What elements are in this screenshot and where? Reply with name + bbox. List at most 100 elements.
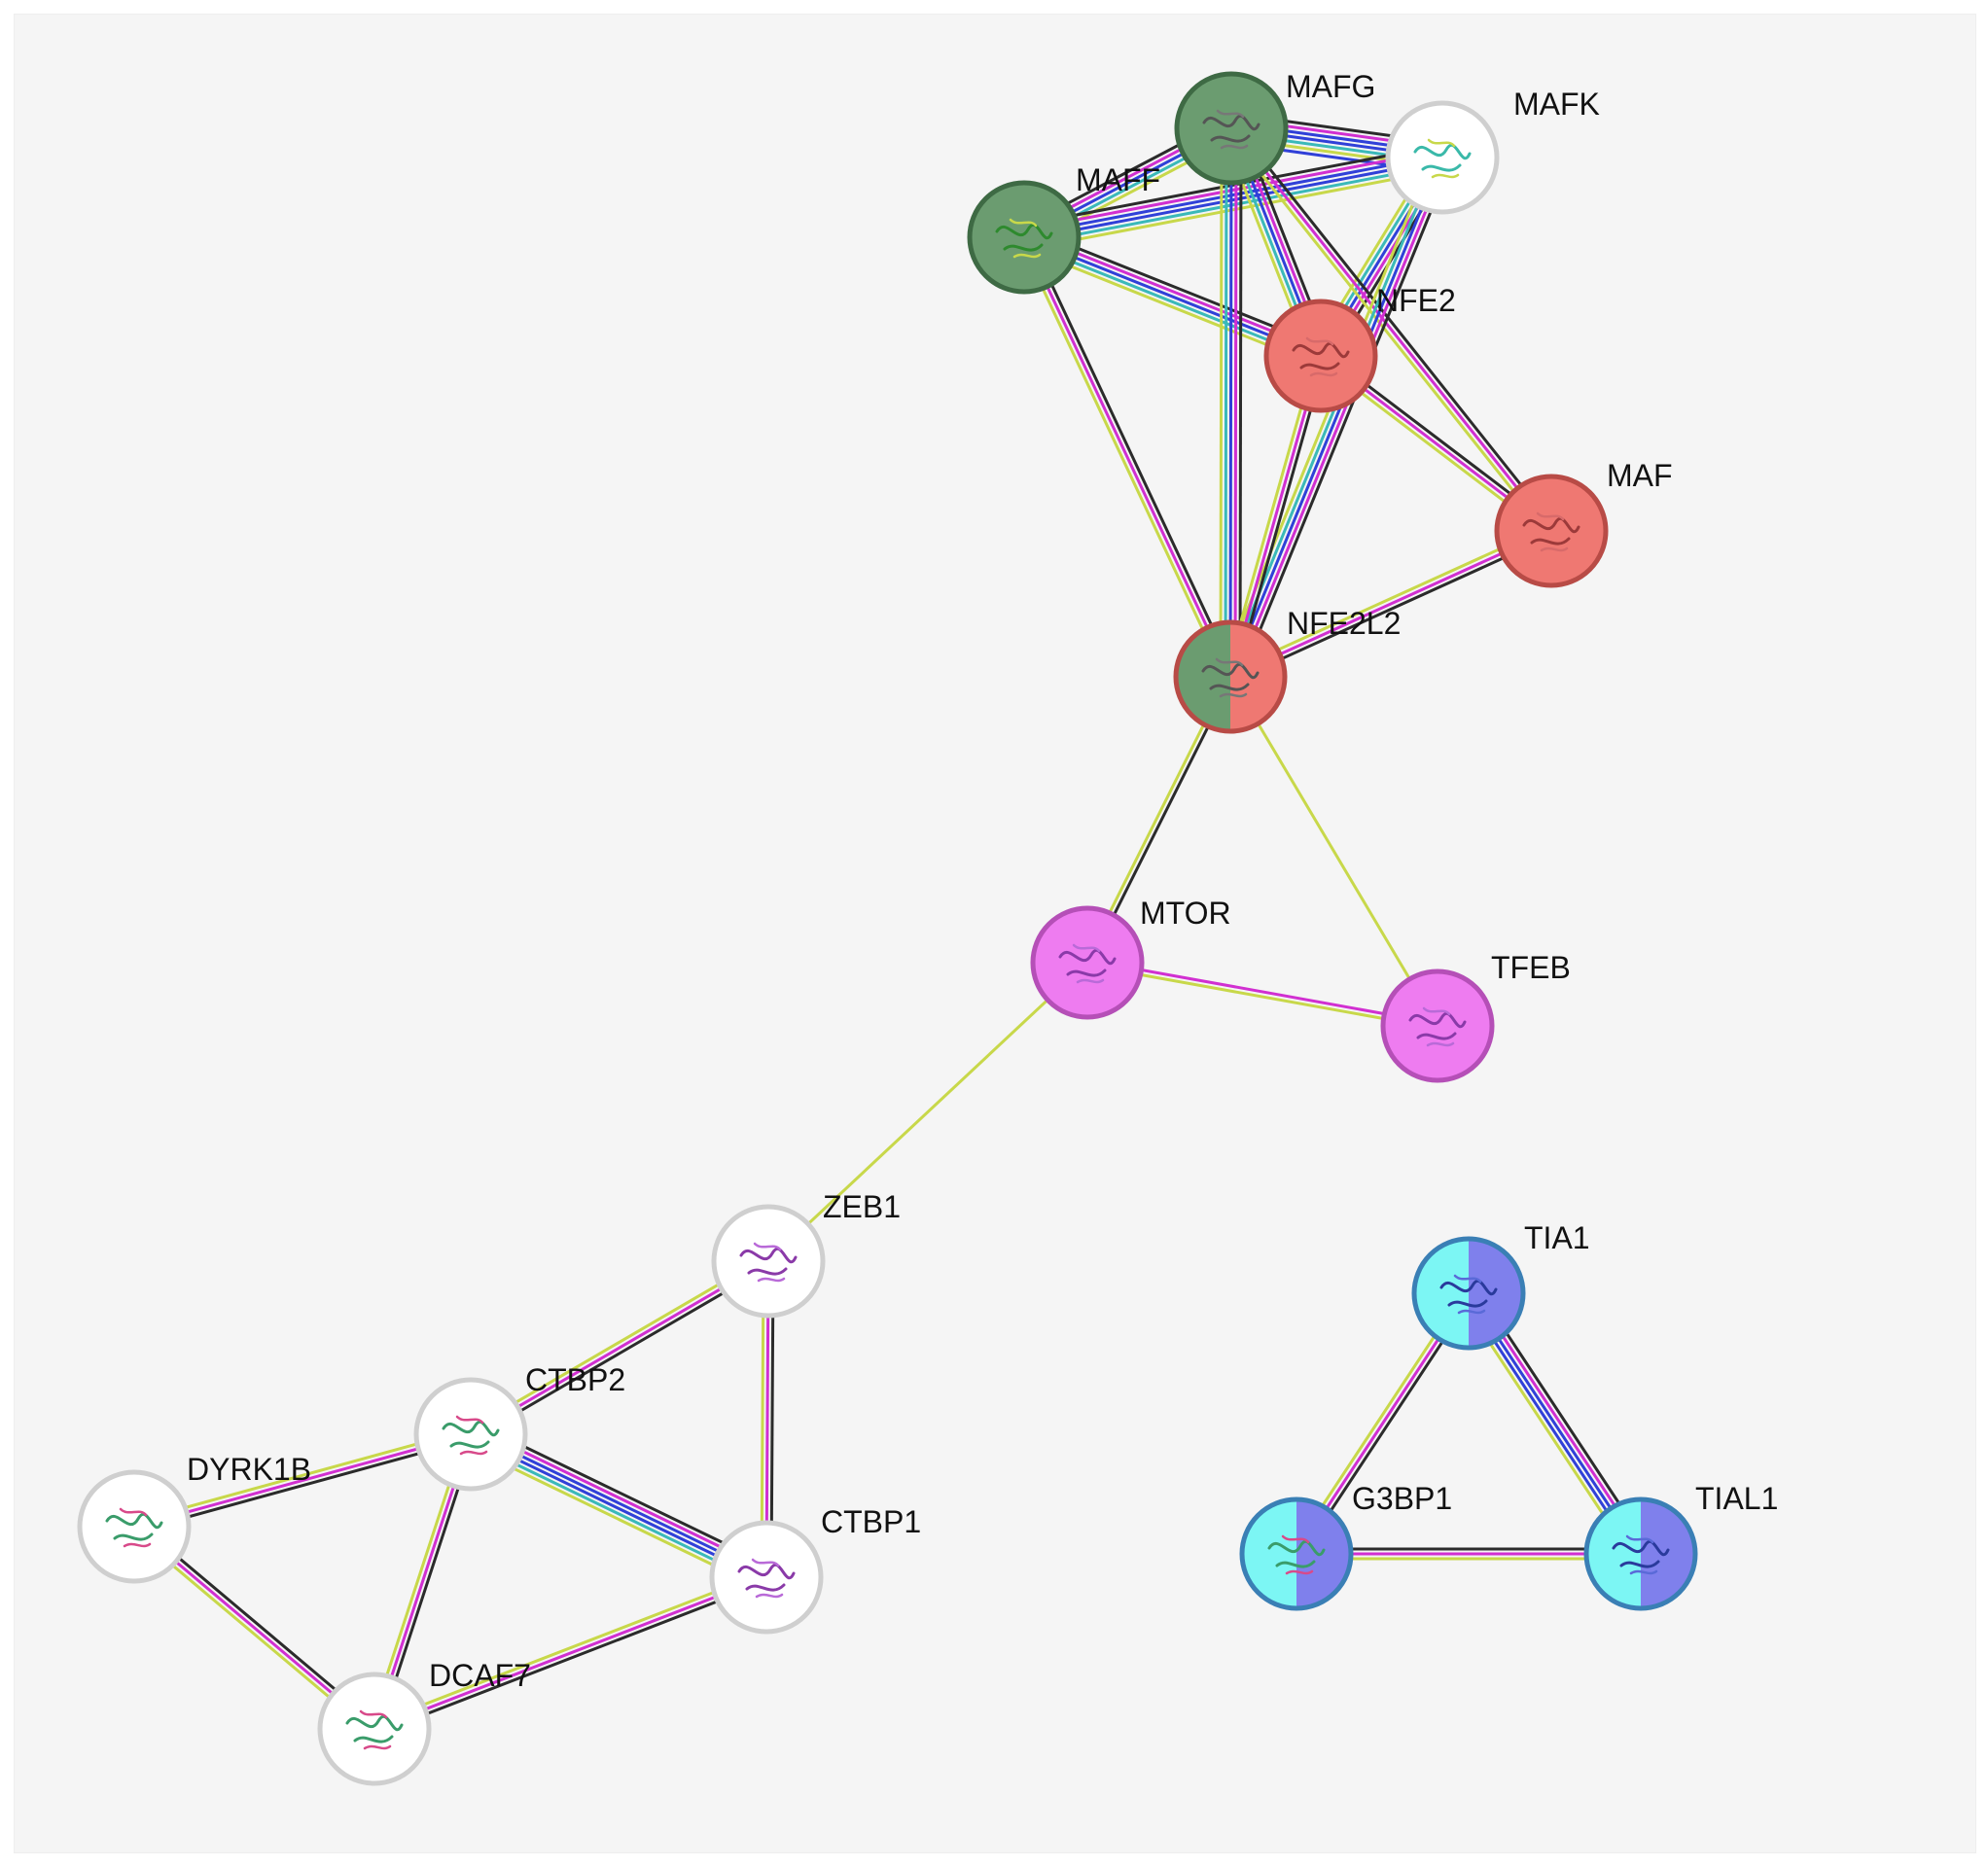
- node-maf[interactable]: [1494, 474, 1609, 588]
- protein-structure-icon: [1413, 143, 1472, 172]
- node-mafg[interactable]: [1174, 71, 1289, 186]
- edge-evidence-line: [1018, 238, 1227, 680]
- protein-structure-icon: [995, 223, 1053, 252]
- edge-g3bp1-tial1: [1296, 1547, 1641, 1561]
- label-tfeb: TFEB: [1491, 950, 1571, 985]
- node-fill-left: [1242, 1499, 1296, 1608]
- edge-evidence-line: [1238, 128, 1243, 678]
- edge-evidence-line: [375, 1580, 769, 1736]
- edge-evidence-line: [373, 1575, 767, 1731]
- node-g3bp1[interactable]: [1239, 1496, 1354, 1611]
- node-fill-right: [1296, 1499, 1351, 1608]
- protein-structure-icon: [1202, 114, 1260, 143]
- node-fill: [1033, 908, 1142, 1017]
- edge-mafg-nfe2l2: [1219, 127, 1243, 678]
- node-fill: [1177, 74, 1286, 183]
- edge-evidence-line: [372, 1570, 765, 1726]
- node-fill: [80, 1472, 189, 1581]
- edge-evidence-line: [1233, 158, 1449, 680]
- node-outline: [1385, 100, 1500, 215]
- edge-mtor-zeb1: [766, 961, 1089, 1263]
- edge-evidence-line: [1228, 157, 1444, 678]
- node-outline: [317, 1672, 432, 1786]
- edge-evidence-line: [470, 1259, 769, 1436]
- protein-structure-icon: [1072, 943, 1105, 984]
- node-outline: [1239, 1496, 1354, 1611]
- edge-evidence-line: [1233, 128, 1238, 678]
- protein-structure-icon: [442, 1420, 500, 1449]
- node-nfe2[interactable]: [1263, 299, 1378, 413]
- node-fill: [1497, 476, 1606, 585]
- edge-evidence-line: [1022, 236, 1232, 678]
- node-fill-left: [1176, 622, 1230, 731]
- node-dcaf7[interactable]: [317, 1672, 432, 1786]
- label-zeb1: ZEB1: [823, 1189, 901, 1224]
- node-fill-right: [1230, 622, 1285, 731]
- node-tial1[interactable]: [1583, 1496, 1698, 1611]
- edge-evidence-line: [1227, 525, 1550, 674]
- node-fill-left: [1414, 1239, 1469, 1348]
- edge-evidence-line: [1219, 127, 1224, 677]
- node-outline: [1173, 619, 1288, 734]
- edge-maf-nfe2l2: [1227, 525, 1554, 683]
- protein-structure-icon: [1408, 1011, 1467, 1040]
- protein-structure-icon: [751, 1558, 784, 1599]
- edge-evidence-line: [766, 961, 1089, 1263]
- protein-structure-icon: [105, 1512, 163, 1541]
- protein-structure-icon: [1058, 948, 1117, 977]
- node-outline: [967, 180, 1082, 295]
- protein-structure-icon: [1453, 1274, 1486, 1315]
- protein-structure-icon: [1625, 1534, 1658, 1575]
- protein-structure-icon: [359, 1709, 392, 1750]
- node-fill: [1383, 971, 1492, 1080]
- label-maf: MAF: [1607, 458, 1673, 493]
- protein-structure-icon: [345, 1714, 404, 1743]
- node-outline: [1411, 1236, 1526, 1351]
- protein-structure-icon: [1281, 1534, 1314, 1575]
- edge-evidence-line: [1024, 158, 1443, 241]
- node-ctbp2[interactable]: [413, 1377, 528, 1492]
- node-tia1[interactable]: [1411, 1236, 1526, 1351]
- node-outline: [1263, 299, 1378, 413]
- node-zeb1[interactable]: [711, 1204, 826, 1319]
- edge-evidence-line: [1224, 127, 1228, 677]
- node-mtor[interactable]: [1030, 905, 1145, 1020]
- edge-evidence-line: [1229, 127, 1553, 532]
- label-mafk: MAFK: [1513, 87, 1600, 122]
- edge-evidence-line: [134, 1437, 473, 1533]
- node-mafk[interactable]: [1385, 100, 1500, 215]
- node-outline: [709, 1520, 824, 1635]
- node-outline: [1030, 905, 1145, 1020]
- edge-maff-nfe2l2: [1018, 234, 1236, 680]
- edge-zeb1-ctbp2: [467, 1255, 772, 1440]
- edge-evidence-line: [1231, 534, 1554, 683]
- node-outline: [413, 1377, 528, 1492]
- protein-structure-icon: [1009, 218, 1042, 259]
- protein-structure-icon: [119, 1507, 152, 1548]
- node-outline: [77, 1469, 192, 1584]
- node-ctbp1[interactable]: [709, 1520, 824, 1635]
- protein-structure-icon: [1305, 336, 1338, 377]
- label-tia1: TIA1: [1524, 1220, 1590, 1255]
- edge-evidence-line: [133, 1432, 472, 1529]
- protein-structure-icon: [753, 1242, 786, 1283]
- label-mtor: MTOR: [1140, 896, 1231, 931]
- protein-structure-icon: [1422, 1006, 1455, 1047]
- node-nfe2l2[interactable]: [1173, 619, 1288, 734]
- protein-structure-icon: [1522, 516, 1580, 546]
- protein-structure-icon: [1216, 109, 1249, 150]
- protein-structure-icon: [739, 1247, 798, 1276]
- node-fill: [712, 1523, 821, 1632]
- protein-structure-icon: [1536, 511, 1569, 552]
- label-maff: MAFF: [1076, 162, 1160, 197]
- node-dyrk1b[interactable]: [77, 1469, 192, 1584]
- edge-evidence-line: [1027, 234, 1236, 676]
- node-maff[interactable]: [967, 180, 1082, 295]
- label-dcaf7: DCAF7: [429, 1658, 531, 1693]
- node-tfeb[interactable]: [1380, 968, 1495, 1083]
- node-fill-left: [1586, 1499, 1641, 1608]
- protein-nodes: [77, 71, 1698, 1786]
- edge-evidence-line: [1228, 676, 1439, 1027]
- edge-ctbp1-dcaf7: [372, 1570, 769, 1736]
